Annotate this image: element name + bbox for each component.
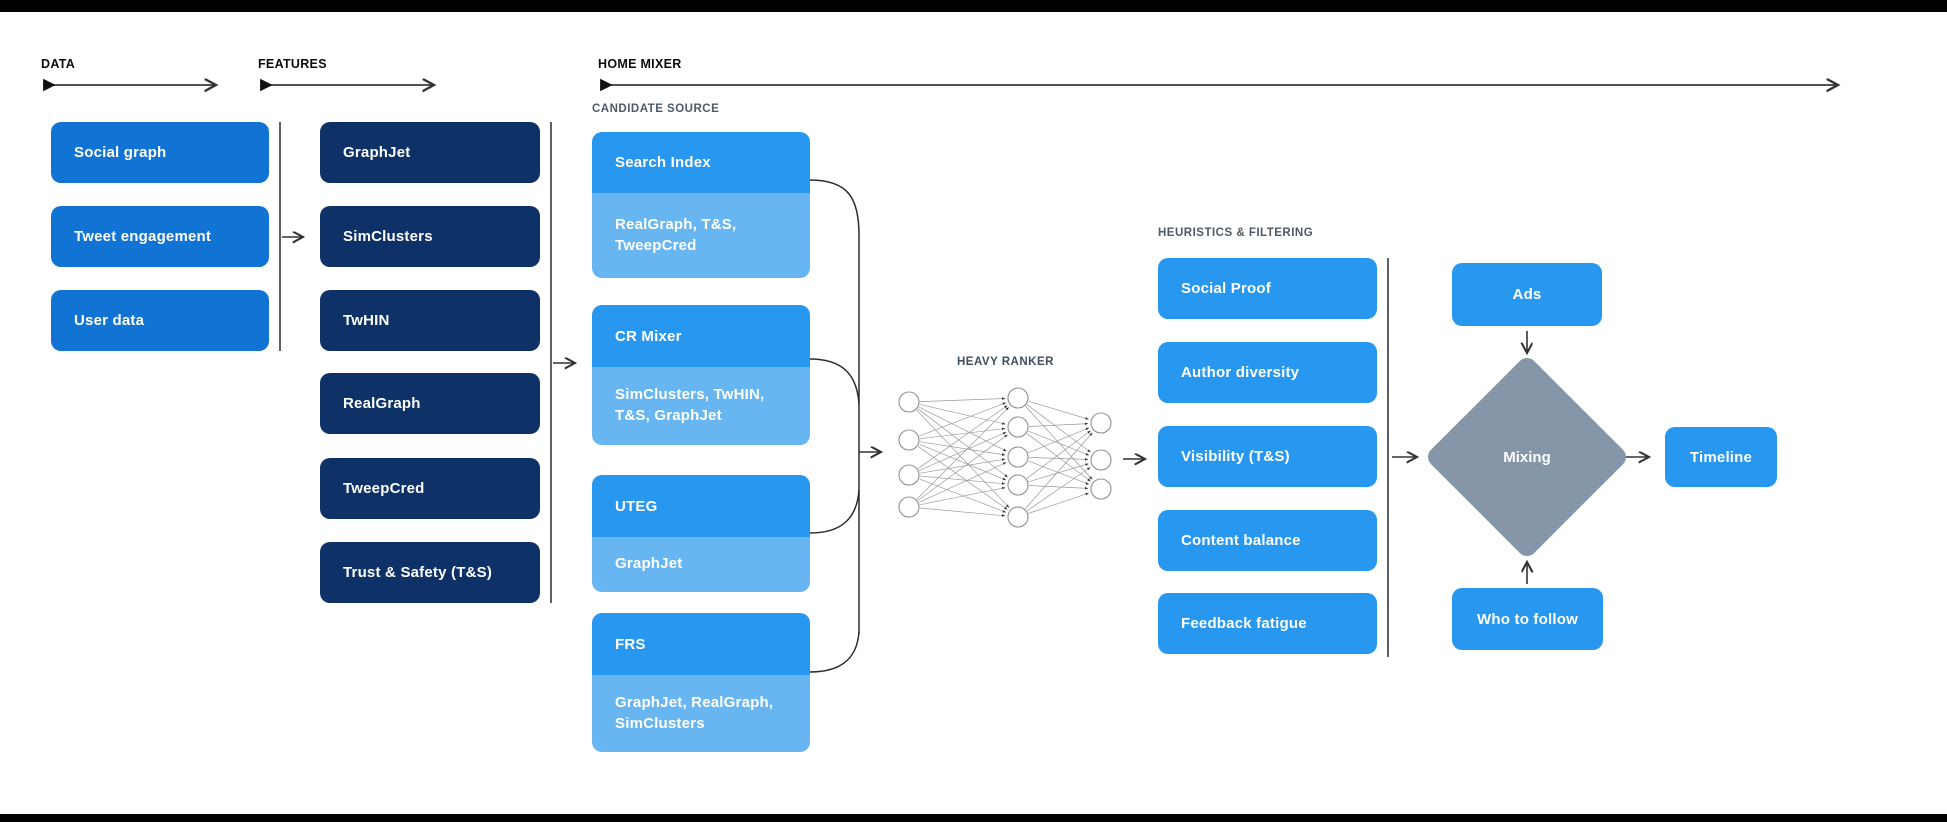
node-cr-mixer-sources: SimClusters, TwHIN, T&S, GraphJet bbox=[592, 367, 810, 445]
node-ads: Ads bbox=[1452, 263, 1602, 326]
node-author-diversity: Author diversity bbox=[1158, 342, 1377, 403]
candidate-collector-rail bbox=[809, 179, 860, 633]
node-realgraph: RealGraph bbox=[320, 373, 540, 434]
node-trust-safety: Trust & Safety (T&S) bbox=[320, 542, 540, 603]
node-content-balance: Content balance bbox=[1158, 510, 1377, 571]
node-user-data: User data bbox=[51, 290, 269, 351]
frs-merge-curve bbox=[809, 631, 860, 673]
node-tweepcred: TweepCred bbox=[320, 458, 540, 519]
cr-mixer-merge-curve bbox=[809, 358, 860, 405]
node-visibility-ts: Visibility (T&S) bbox=[1158, 426, 1377, 487]
cr-mixer-sources-text: SimClusters, TwHIN, T&S, GraphJet bbox=[615, 386, 765, 424]
node-search-index-sources: RealGraph, T&S, TweepCred bbox=[592, 193, 810, 278]
uteg-sources-text: GraphJet bbox=[615, 555, 683, 573]
heuristics-filtering-label: HEURISTICS & FILTERING bbox=[1158, 227, 1314, 239]
uteg-merge-curve bbox=[809, 489, 860, 534]
home-mixer-section-label: HOME MIXER bbox=[598, 57, 682, 71]
node-twhin: TwHIN bbox=[320, 290, 540, 351]
node-frs: FRS bbox=[592, 613, 810, 675]
node-uteg-sources: GraphJet bbox=[592, 537, 810, 592]
candidate-source-label: CANDIDATE SOURCE bbox=[592, 103, 720, 115]
search-index-sources-text: RealGraph, T&S, TweepCred bbox=[615, 215, 737, 254]
bottom-letterbox-bar bbox=[0, 814, 1947, 822]
frs-sources-text: GraphJet, RealGraph, SimClusters bbox=[615, 693, 774, 732]
node-social-graph: Social graph bbox=[51, 122, 269, 183]
features-section-label: FEATURES bbox=[258, 57, 327, 71]
node-timeline: Timeline bbox=[1665, 427, 1777, 487]
mixing-diamond bbox=[1428, 358, 1626, 556]
node-search-index: Search Index bbox=[592, 132, 810, 193]
top-letterbox-bar bbox=[0, 0, 1947, 12]
node-uteg: UTEG bbox=[592, 475, 810, 537]
node-cr-mixer: CR Mixer bbox=[592, 305, 810, 367]
neural-network-illustration bbox=[898, 387, 1112, 528]
node-who-to-follow: Who to follow bbox=[1452, 588, 1603, 650]
node-frs-sources: GraphJet, RealGraph, SimClusters bbox=[592, 675, 810, 752]
neural-network-edges bbox=[916, 397, 1093, 517]
node-tweet-engagement: Tweet engagement bbox=[51, 206, 269, 267]
heavy-ranker-label: HEAVY RANKER bbox=[957, 356, 1054, 368]
node-graphjet: GraphJet bbox=[320, 122, 540, 183]
node-social-proof: Social Proof bbox=[1158, 258, 1377, 319]
node-simclusters: SimClusters bbox=[320, 206, 540, 267]
data-section-label: DATA bbox=[41, 57, 76, 71]
node-feedback-fatigue: Feedback fatigue bbox=[1158, 593, 1377, 654]
node-mixing: Mixing bbox=[1503, 448, 1551, 466]
